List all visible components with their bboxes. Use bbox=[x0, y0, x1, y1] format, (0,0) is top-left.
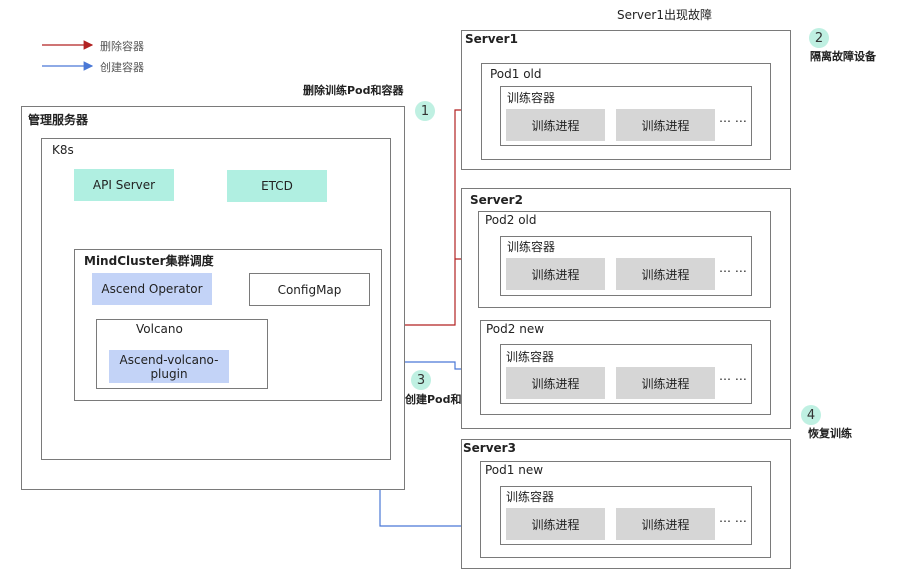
server2-old-container-title: 训练容器 bbox=[507, 240, 556, 254]
server2-old-process-1: 训练进程 bbox=[506, 258, 605, 290]
server3-process-2: 训练进程 bbox=[616, 508, 715, 540]
step-3-marker: 3 bbox=[411, 370, 431, 390]
server2-pod-old-title: Pod2 old bbox=[485, 213, 537, 227]
etcd-box: ETCD bbox=[227, 170, 327, 202]
server2-new-container-title: 训练容器 bbox=[506, 350, 555, 364]
server3-ellipsis: … … bbox=[719, 511, 747, 525]
step-2-label: 隔离故障设备 bbox=[810, 50, 876, 63]
server2-new-process-1: 训练进程 bbox=[506, 367, 605, 399]
server1-container-title: 训练容器 bbox=[507, 91, 556, 105]
step-4-marker: 4 bbox=[801, 405, 821, 425]
step-2-marker: 2 bbox=[809, 28, 829, 48]
k8s-title: K8s bbox=[52, 143, 74, 157]
legend-create-label: 创建容器 bbox=[100, 61, 144, 74]
top-caption: Server1出现故障 bbox=[617, 8, 712, 22]
volcano-title: Volcano bbox=[136, 322, 183, 336]
mindcluster-title: MindCluster集群调度 bbox=[84, 254, 214, 268]
management-server-title: 管理服务器 bbox=[28, 113, 89, 127]
ascend-operator-box: Ascend Operator bbox=[92, 273, 212, 305]
server3-process-1: 训练进程 bbox=[506, 508, 605, 540]
configmap-box: ConfigMap bbox=[249, 273, 370, 306]
server1-process-2: 训练进程 bbox=[616, 109, 715, 141]
server2-old-process-2: 训练进程 bbox=[616, 258, 715, 290]
server2-new-process-2: 训练进程 bbox=[616, 367, 715, 399]
legend-delete-label: 删除容器 bbox=[100, 40, 144, 53]
ascend-volcano-plugin-box: Ascend-volcano-plugin bbox=[109, 350, 229, 383]
server2-pod-new-title: Pod2 new bbox=[486, 322, 545, 336]
server1-process-1: 训练进程 bbox=[506, 109, 605, 141]
server2-old-ellipsis: … … bbox=[719, 261, 747, 275]
step-4-label: 恢复训练 bbox=[808, 427, 852, 440]
server1-ellipsis: … … bbox=[719, 111, 747, 125]
server1-title: Server1 bbox=[465, 32, 518, 46]
server3-container-title: 训练容器 bbox=[506, 490, 555, 504]
step-1-label: 删除训练Pod和容器 bbox=[303, 84, 404, 97]
step-1-marker: 1 bbox=[415, 101, 435, 121]
server3-title: Server3 bbox=[463, 441, 516, 455]
server2-new-ellipsis: … … bbox=[719, 369, 747, 383]
server2-title: Server2 bbox=[470, 193, 523, 207]
server1-pod-title: Pod1 old bbox=[490, 67, 542, 81]
api-server-box: API Server bbox=[74, 169, 174, 201]
server3-pod-title: Pod1 new bbox=[485, 463, 544, 477]
